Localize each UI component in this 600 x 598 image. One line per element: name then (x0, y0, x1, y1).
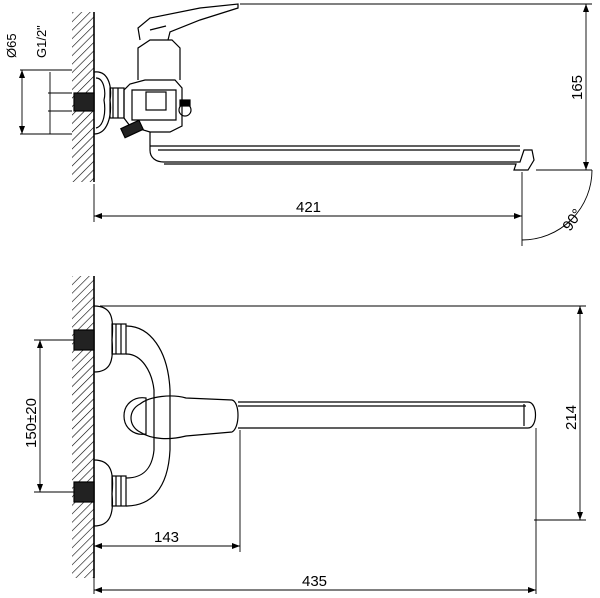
escutcheon-top-lower (93, 459, 114, 527)
nut-side (109, 87, 125, 119)
mixer-body-inner-top (125, 353, 155, 479)
dim-top-depth: 214 (563, 405, 580, 430)
pipe-inlet-side (73, 92, 95, 112)
wall-hatch-top (72, 276, 94, 578)
nut-top-lower (111, 475, 127, 507)
pipe-inlet-top-lower (73, 481, 95, 503)
dim-handle-offset: 143 (154, 529, 179, 546)
mixer-body-side (123, 79, 183, 133)
dim-spout-angle: 90° (559, 206, 586, 234)
dim-thread-size: G1/2" (34, 25, 49, 58)
top-dimensions (34, 305, 586, 594)
escutcheon-top-upper (93, 305, 114, 373)
cartridge-cap-top (123, 397, 147, 435)
nut-top-upper (111, 323, 127, 355)
side-view (72, 3, 535, 182)
lever-handle-side (137, 3, 239, 41)
dim-side-spout-reach: 421 (296, 199, 321, 216)
dim-connection-diameter: Ø65 (4, 33, 19, 58)
shower-outlet-side (120, 119, 144, 139)
pipe-inlet-top-upper (73, 329, 95, 351)
dim-center-distance: 150±20 (23, 398, 40, 448)
top-view (72, 276, 537, 578)
dim-total-reach: 435 (302, 573, 327, 590)
spout-side (149, 132, 535, 171)
spout-top (238, 401, 537, 429)
side-dimensions (20, 3, 593, 246)
cartridge-housing-side (137, 39, 181, 80)
dim-overall-height: 165 (569, 75, 586, 100)
lever-handle-top (130, 395, 239, 440)
mixer-body-outer-top (125, 325, 171, 507)
